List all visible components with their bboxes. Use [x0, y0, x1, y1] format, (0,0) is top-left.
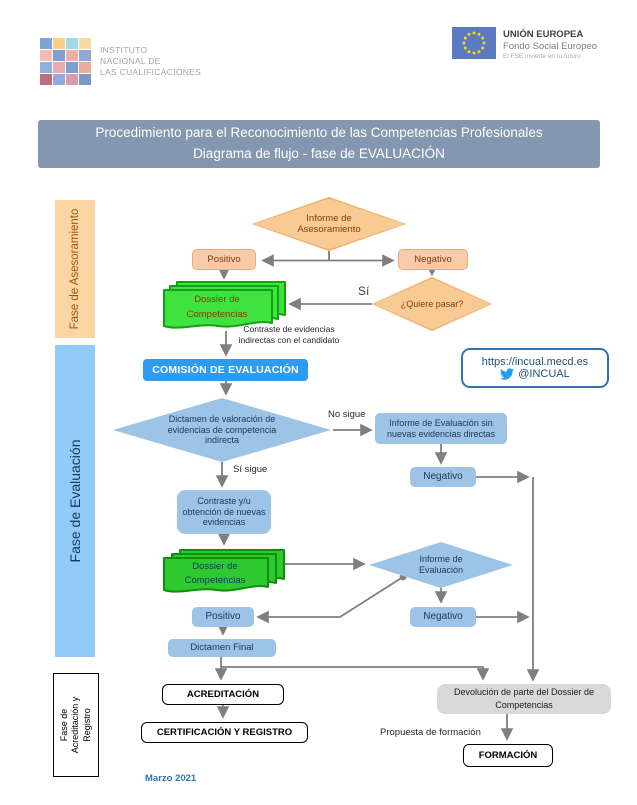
edge-label-contraste-evidencias: Contraste de evidencias indirectas con e…	[238, 324, 340, 345]
eu-title: UNIÓN EUROPEA	[503, 29, 584, 40]
edge-label-si-sigue: Sí sigue	[233, 464, 268, 475]
logo-square	[53, 62, 65, 73]
dossier-competencias-2-document-icon	[163, 549, 285, 593]
twitter-bird-icon	[500, 368, 515, 380]
eu-flag-icon	[452, 27, 496, 59]
incual-link-box: https://incual.mecd.es @INCUAL	[461, 348, 609, 388]
positivo-evaluacion-box: Positivo	[192, 607, 254, 627]
informe-sin-evidencias-box: Informe de Evaluación sin nuevas evidenc…	[375, 413, 507, 444]
incual-handle-link[interactable]: @INCUAL	[518, 368, 570, 380]
decision-dictamen-valoracion-label: Dictamen de valoración de evidencias de …	[167, 413, 277, 446]
logo-square	[79, 50, 91, 61]
phase-evaluacion-label: Fase de Evaluación	[67, 439, 83, 563]
dictamen-final-box: Dictamen Final	[168, 639, 276, 657]
phase-acreditacion-label: Fase de Acreditación y Registro	[59, 696, 92, 754]
edge-label-si: Sí	[358, 284, 370, 298]
title-line2: Diagrama de flujo - fase de EVALUACIÓN	[193, 146, 445, 161]
dossier-competencias-1-label: Dossier de Competencias	[186, 294, 248, 320]
incual-logo-grid-icon	[40, 38, 91, 85]
decision-quiere-pasar-label: ¿Quiere pasar?	[400, 298, 464, 309]
logo-square	[79, 38, 91, 49]
devolucion-dossier-box: Devolución de parte del Dossier de Compe…	[437, 684, 611, 714]
logo-square	[66, 50, 78, 61]
phase-evaluacion-bar: Fase de Evaluación	[55, 345, 95, 657]
decision-informe-asesoramiento: Informe de Asesoramiento	[252, 197, 406, 251]
negativo-asesoramiento-box: Negativo	[398, 249, 468, 270]
logo-square	[40, 62, 52, 73]
positivo-asesoramiento-box: Positivo	[192, 249, 256, 270]
certificacion-registro-box: CERTIFICACIÓN Y REGISTRO	[141, 722, 308, 743]
incual-logo-text: INSTITUTO NACIONAL DE LAS CUALIFICACIONE…	[100, 45, 201, 78]
incual-line1: INSTITUTO	[100, 45, 148, 55]
logo-square	[53, 50, 65, 61]
phase-asesoramiento-label: Fase de Asesoramiento	[69, 208, 81, 330]
logo-square	[79, 74, 91, 85]
logo-square	[40, 74, 52, 85]
decision-informe-evaluacion: Informe de Evaluación	[369, 542, 513, 588]
logo-square	[40, 38, 52, 49]
decision-quiere-pasar: ¿Quiere pasar?	[372, 277, 492, 331]
phase-asesoramiento-bar: Fase de Asesoramiento	[55, 200, 95, 338]
dossier-competencias-2-label: Dossier de Competencias	[184, 560, 246, 586]
eu-logo-text: UNIÓN EUROPEA Fondo Social Europeo El FS…	[503, 29, 597, 61]
incual-line3: LAS CUALIFICACIONES	[100, 67, 202, 78]
logo-square	[66, 62, 78, 73]
acreditacion-box: ACREDITACIÓN	[162, 684, 284, 705]
comision-evaluacion-box: COMISIÓN DE EVALUACIÓN	[143, 359, 308, 381]
logo-square	[53, 38, 65, 49]
formacion-box: FORMACIÓN	[463, 744, 553, 767]
logo-square	[66, 74, 78, 85]
eu-subtitle: Fondo Social Europeo	[503, 40, 598, 52]
devolucion-dossier-label: Devolución de parte del Dossier de Compe…	[453, 686, 595, 710]
negativo-evaluacion-2-box: Negativo	[410, 607, 476, 627]
page-title: Procedimiento para el Reconocimiento de …	[38, 120, 600, 168]
eu-tagline: El FSE invierte en tu futuro	[503, 52, 581, 60]
incual-url-link[interactable]: https://incual.mecd.es	[481, 356, 589, 368]
incual-twitter-row: @INCUAL	[500, 368, 570, 380]
decision-informe-asesoramiento-label: Informe de Asesoramiento	[297, 212, 361, 235]
decision-dictamen-valoracion: Dictamen de valoración de evidencias de …	[113, 398, 331, 462]
phase-acreditacion-bar: Fase de Acreditación y Registro	[53, 673, 99, 777]
logo-square	[53, 74, 65, 85]
decision-informe-evaluacion-label: Informe de Evaluación	[418, 554, 464, 575]
edge-label-propuesta-formacion: Propuesta de formación	[380, 727, 481, 738]
title-line1: Procedimiento para el Reconocimiento de …	[95, 125, 543, 141]
negativo-evaluacion-1-box: Negativo	[410, 467, 476, 487]
logo-square	[79, 62, 91, 73]
edge-label-no-sigue: No sigue	[328, 409, 366, 420]
logo-square	[40, 50, 52, 61]
dossier-competencias-1-document-icon	[163, 281, 286, 329]
footer-date: Marzo 2021	[145, 773, 197, 784]
incual-line2: NACIONAL DE	[100, 56, 161, 67]
logo-square	[66, 38, 78, 49]
contraste-obtencion-box: Contraste y/u obtención de nuevas eviden…	[177, 490, 271, 534]
